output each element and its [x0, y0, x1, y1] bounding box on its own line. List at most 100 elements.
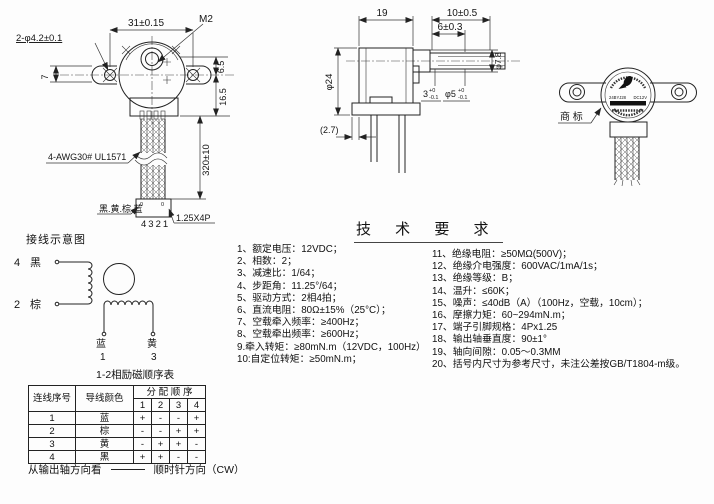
label-black-bar	[610, 101, 646, 106]
tech-item: 1、额定电压：12VDC；	[237, 244, 343, 255]
tech-item: 19、轴向间隙：0.05～0.3MM	[432, 346, 561, 358]
wire-no: 1	[28, 411, 76, 425]
header-wire-color: 导线颜色	[75, 385, 134, 412]
tech-requirements-left-column: 1、额定电压：12VDC； 2、相数：2； 3、减速比：1/64； 4、步距角：…	[237, 244, 426, 366]
pin-zero-left: 0	[140, 202, 143, 208]
tech-item: 10:自定位转矩：≥50mN.m；	[237, 353, 362, 365]
tech-item: 6、直流电阻：80Ω±15%（25°C）；	[237, 304, 391, 316]
holes-text: 2-φ4.2±0.1	[16, 33, 62, 44]
seq-cell: +	[187, 424, 206, 438]
header-wire-no: 连线序号	[28, 385, 76, 412]
tech-item: 5、驱动方式：2相4拍；	[237, 292, 342, 304]
front-lead-wires	[134, 119, 172, 218]
callout-holes: 2-φ4.2±0.1	[16, 33, 109, 71]
tech-item: 13、绝缘等级：B；	[432, 273, 519, 285]
step-header: 2	[151, 398, 170, 412]
callout-m2: M2	[157, 14, 213, 63]
side-motor-body	[351, 47, 421, 173]
step-header: 1	[133, 398, 152, 412]
step-header: 4	[187, 398, 206, 412]
shaftdia-lower: -0.1	[458, 95, 467, 101]
wire-spec-text: 4-AWG30# UL1571	[48, 152, 126, 162]
connector-labels: 0 0 黑.黄.棕.蓝 4321 1.25X4P	[97, 202, 215, 230]
logo-bird	[623, 75, 633, 87]
dim-10-text: 10±0.5	[447, 8, 478, 19]
phase-sequence-table: 连线序号 导线颜色 分 配 顺 序 1 2 3 4 1 蓝 + - - +	[28, 385, 206, 464]
tech-item: 9.牵入转矩：≥80mN.m（12VDC，100Hz）	[237, 341, 426, 353]
seq-cell: +	[169, 424, 188, 438]
header-sequence: 分 配 顺 序	[133, 385, 206, 399]
wire-color: 棕	[75, 424, 134, 438]
m2-text: M2	[199, 14, 213, 25]
tech-item: 8、空载牵出频率：≥600Hz；	[237, 329, 365, 341]
tech-item: 15、噪声：≤40dB（A）（100Hz，空载，10cm）；	[432, 297, 648, 309]
rotation-note-direction: 顺时针方向（CW）	[153, 464, 245, 476]
tech-item: 12、绝缘介电强度：600VAC/1mA/1s；	[432, 261, 603, 273]
dim-ear-height: 7	[40, 65, 92, 83]
rear-ears	[559, 82, 697, 103]
terminal-3-num: 3	[151, 352, 157, 363]
trademark-text: 商 标	[560, 110, 583, 123]
logo-wing	[618, 83, 627, 89]
tech-item: 17、端子引脚规格：4Px1.25	[432, 322, 558, 334]
seq-cell: -	[187, 450, 206, 464]
dim-body-length: 19	[358, 8, 414, 46]
seq-cell: +	[187, 411, 206, 425]
rotation-note: 从输出轴方向看 顺时针方向（CW）	[28, 462, 245, 477]
tech-item: 4、步距角：11.25°/64；	[237, 280, 343, 292]
label-voltage-text: DC12V	[634, 95, 648, 100]
seq-cell: +	[133, 411, 152, 425]
wiring-diagram-title: 接线示意图	[26, 234, 86, 246]
seq-cell: -	[151, 411, 170, 425]
dim-ref-text: (2.7)	[320, 125, 339, 135]
dim-flat-and-shaft-dia: 3 +0 -0.1 φ5 +0 -0.1	[421, 69, 470, 102]
dim-d24-text: φ24	[324, 74, 335, 91]
front-motor-body	[91, 41, 212, 120]
table-row: 4 黑 + + - -	[28, 450, 206, 464]
terminal-2-num: 2	[14, 299, 20, 311]
table-row: 2 棕 - - + +	[28, 424, 206, 438]
pin-numbers-text: 4321	[141, 219, 170, 230]
connector-spec-text: 1.25X4P	[176, 213, 211, 223]
dim-ref-offset: (2.7)	[320, 117, 376, 140]
rotation-note-view: 从输出轴方向看	[28, 464, 102, 476]
side-view-drawing: 19 10±0.5 6±0.3 φ24 φ7.8	[320, 8, 520, 173]
dim-ear-text: 7	[40, 74, 50, 79]
callout-trademark: 商 标	[558, 107, 602, 124]
seq-cell: -	[169, 411, 188, 425]
dim-6-text: 6±0.3	[438, 22, 463, 33]
dim-hole-span-text: 31±0.15	[128, 18, 165, 29]
rear-view-drawing: 24BYJ28 DC12V 商 标	[558, 67, 697, 187]
seq-cell: -	[151, 424, 170, 438]
terminal-4-num: 4	[14, 257, 20, 269]
dim-d78-text: φ7.8	[493, 52, 503, 70]
table-row: 1 蓝 + - - +	[28, 411, 206, 425]
tech-item: 11、绝缘电阻：≥50MΩ(500V)；	[432, 249, 572, 260]
wire-no: 3	[28, 437, 76, 451]
flat-base: 3	[423, 89, 428, 99]
table-row: 3 黄 - + + -	[28, 437, 206, 451]
shaftdia-upper: +0	[458, 88, 464, 94]
tech-requirements-right-column: 11、绝缘电阻：≥50MΩ(500V)； 12、绝缘介电强度：600VAC/1m…	[432, 249, 685, 371]
seq-cell: -	[187, 437, 206, 451]
terminal-1-color: 蓝	[96, 338, 106, 350]
seq-cell: +	[151, 437, 170, 451]
wire-color: 黄	[75, 437, 134, 451]
shaftdia-base: φ5	[445, 89, 456, 99]
dim-right-side: 6.5 16.5	[180, 56, 230, 117]
terminal-4-color: 黑	[30, 256, 41, 269]
terminal-1-num: 1	[100, 352, 106, 363]
sequence-table-title: 1-2相励磁顺序表	[96, 369, 175, 381]
terminal-labels: 4 黑 2 棕 蓝 1 黄 3	[14, 256, 157, 363]
front-centerlines	[60, 36, 234, 124]
tech-item: 2、相数：2；	[237, 256, 297, 268]
tech-item: 3、减速比：1/64；	[237, 268, 321, 280]
flat-lower: -0.1	[429, 95, 438, 101]
phase-b-coil	[101, 300, 156, 337]
tech-item: 18、输出轴垂直度：90±1°	[432, 334, 547, 346]
pin-zero-right: 0	[161, 202, 164, 208]
dim-upper-text: 6.5	[216, 61, 226, 74]
seq-cell: -	[133, 437, 152, 451]
dim-lead-text: 320±10	[201, 144, 212, 176]
